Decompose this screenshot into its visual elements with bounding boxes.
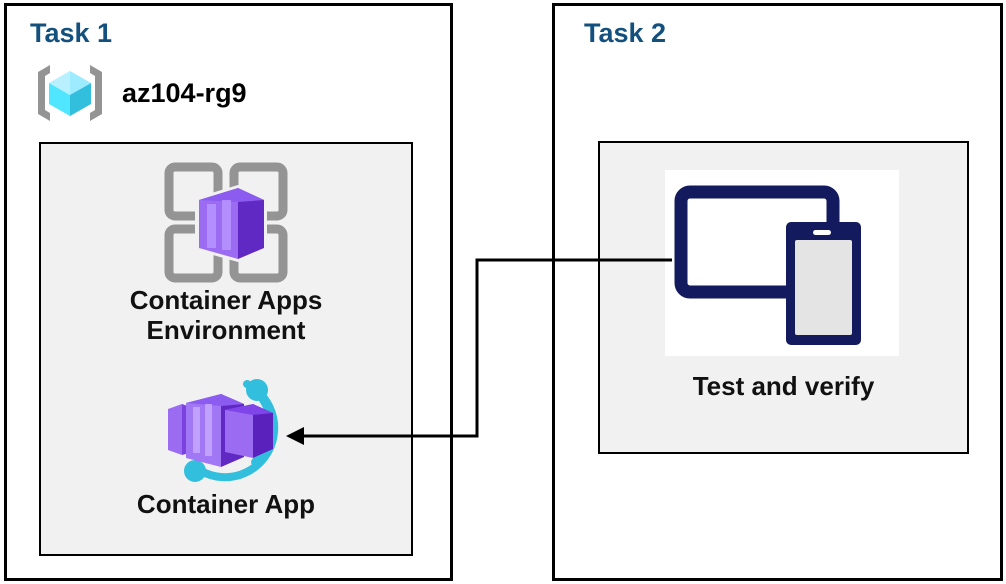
- resource-container-apps-environment: Container Apps Environment: [41, 158, 411, 345]
- container-app-label: Container App: [136, 489, 316, 519]
- task-1-resource-panel: Container Apps Environment: [39, 142, 413, 556]
- resource-group-name: az104-rg9: [122, 77, 247, 108]
- container-apps-environment-label: Container Apps Environment: [129, 285, 323, 345]
- resource-group-icon: [38, 65, 102, 121]
- resource-container-app: Container App: [41, 370, 411, 520]
- test-and-verify-devices-icon: [674, 185, 861, 345]
- test-and-verify-label: Test and verify: [692, 371, 875, 401]
- container-apps-environment-icon: [164, 162, 288, 283]
- resource-group-row: az104-rg9: [34, 62, 247, 124]
- test-and-verify-tile: [665, 170, 899, 356]
- task-1-title: Task 1: [30, 18, 113, 48]
- task-2-title: Task 2: [584, 18, 667, 48]
- container-app-icon: [168, 379, 279, 482]
